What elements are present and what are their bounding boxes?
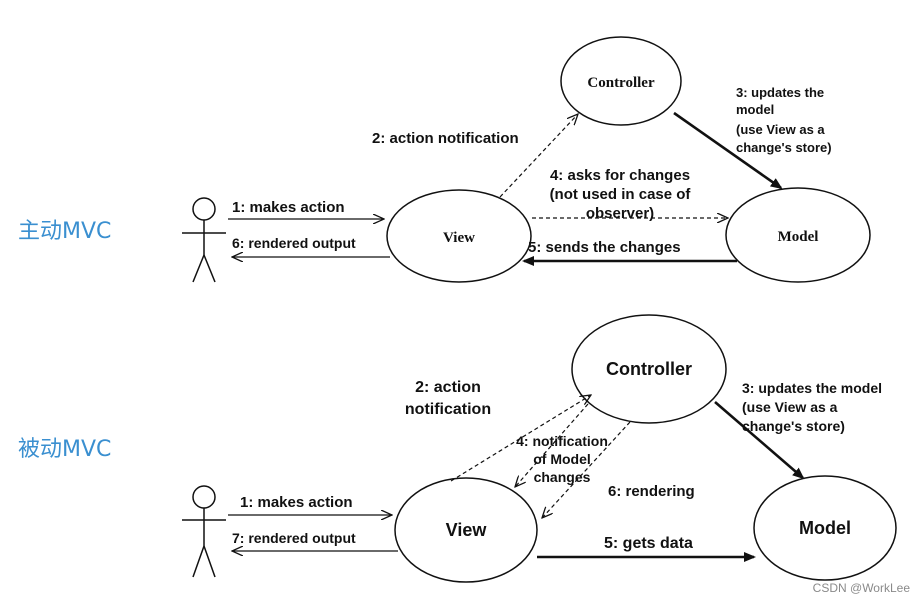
stick-figure-icon	[182, 197, 226, 283]
active-makes-action-label: 1: makes action	[232, 199, 345, 216]
active-view-node: View	[386, 189, 532, 283]
passive-rendering-label: 6: rendering	[608, 483, 695, 500]
passive-model-node: Model	[753, 475, 897, 581]
svg-text:2: action: 2: action	[415, 379, 481, 396]
svg-text:change's store): change's store)	[742, 418, 845, 434]
active-updates-model-arrow	[673, 111, 783, 190]
svg-text:(use View as a: (use View as a	[736, 122, 825, 137]
passive-view-node: View	[394, 477, 538, 583]
active-model-node: Model	[725, 187, 871, 283]
active-mvc-side-label: 主动MVC	[18, 219, 111, 244]
passive-mvc-section: 被动MVC Controller View Model	[18, 314, 911, 595]
svg-text:4: asks for changes: 4: asks for changes	[550, 167, 690, 184]
active-rendered-output-label: 6: rendered output	[232, 235, 356, 251]
active-updates-model-label: 3: updates the model (use View as a chan…	[736, 85, 832, 155]
passive-model-label: Model	[799, 518, 851, 538]
passive-rendering-arrow	[542, 421, 631, 518]
svg-text:of Model: of Model	[533, 451, 591, 467]
active-model-label: Model	[778, 229, 819, 245]
passive-action-notification-arrow	[450, 395, 591, 482]
svg-text:change's store): change's store)	[736, 140, 832, 155]
svg-text:(not used in case of: (not used in case of	[550, 186, 692, 203]
active-mvc-section: 主动MVC Controller View Model	[18, 36, 871, 283]
svg-text:3: updates the: 3: updates the	[736, 85, 824, 100]
passive-view-label: View	[446, 520, 488, 540]
active-view-label: View	[443, 230, 475, 246]
active-sends-changes-label: 5: sends the changes	[528, 239, 681, 256]
active-action-notification-label: 2: action notification	[372, 130, 519, 147]
passive-updates-model-label: 3: updates the model (use View as a chan…	[742, 380, 882, 434]
active-controller-node: Controller	[560, 36, 682, 126]
passive-action-notification-label: 2: action notification	[405, 379, 491, 418]
passive-notification-label: 4: notification of Model changes	[516, 433, 608, 485]
passive-controller-label: Controller	[606, 359, 692, 379]
active-asks-for-changes-label: 4: asks for changes (not used in case of…	[550, 167, 692, 222]
passive-updates-model-arrow	[714, 401, 805, 480]
svg-text:(use View as a: (use View as a	[742, 399, 838, 415]
active-action-notification-arrow	[499, 114, 578, 198]
passive-rendered-output-label: 7: rendered output	[232, 530, 356, 546]
passive-makes-action-label: 1: makes action	[240, 494, 353, 511]
svg-text:3: updates the model: 3: updates the model	[742, 380, 882, 396]
svg-text:4: notification: 4: notification	[516, 433, 608, 449]
watermark: CSDN @WorkLee	[813, 581, 911, 595]
svg-text:observer): observer)	[586, 205, 654, 222]
passive-gets-data-label: 5: gets data	[604, 535, 693, 552]
svg-text:model: model	[736, 102, 774, 117]
passive-controller-node: Controller	[571, 314, 727, 424]
stick-figure-icon	[182, 485, 226, 578]
passive-notification-model-changes-arrow	[515, 403, 589, 487]
svg-text:changes: changes	[534, 469, 591, 485]
active-controller-label: Controller	[587, 75, 655, 91]
passive-mvc-side-label: 被动MVC	[18, 437, 111, 462]
svg-text:notification: notification	[405, 401, 491, 418]
